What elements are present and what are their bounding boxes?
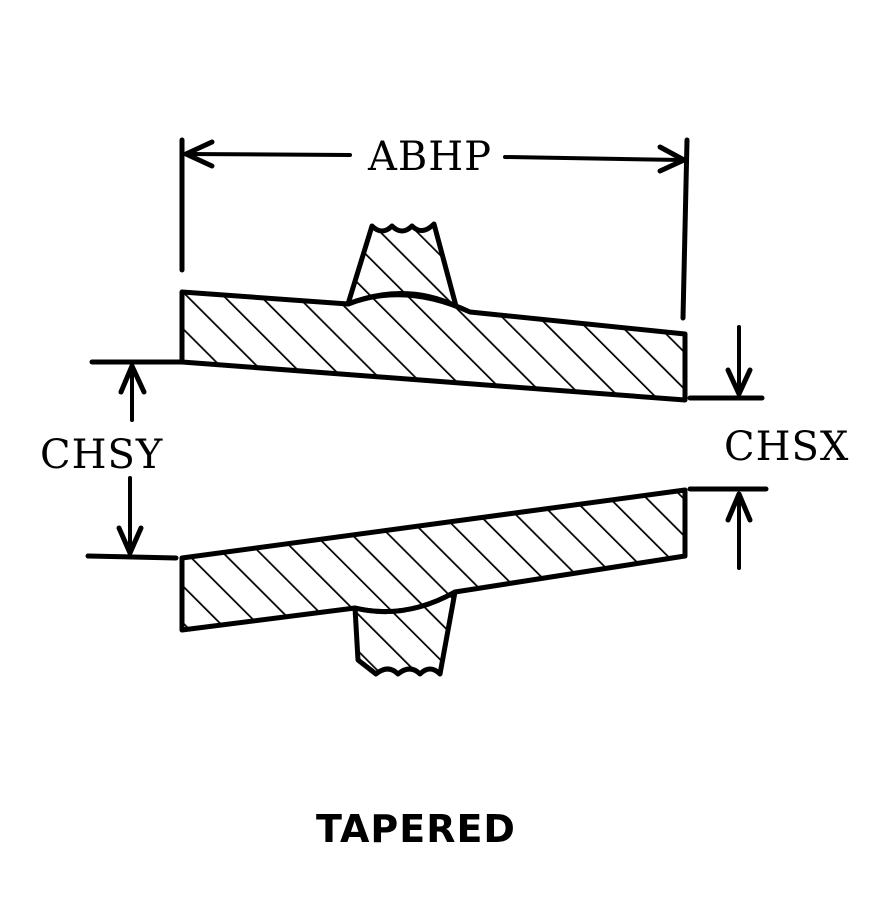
chsx-arrow-down <box>725 367 753 397</box>
chsx-arrow-up <box>725 491 753 523</box>
abhp-dimension-line-right <box>503 155 685 162</box>
abhp-arrow-right <box>657 144 687 174</box>
abhp-arrow-left <box>183 139 215 169</box>
chsy-arrow-down <box>116 525 144 556</box>
upper-weld-stub <box>345 221 459 309</box>
lower-weld-stub <box>352 589 458 677</box>
chsx-label: CHSX <box>724 424 849 470</box>
figure-caption: TAPERED <box>316 807 516 851</box>
chsy-arrow-up <box>118 363 147 395</box>
chsy-label: CHSY <box>40 432 163 478</box>
upper-wall-section <box>179 289 688 403</box>
abhp-label: ABHP <box>367 134 492 180</box>
abhp-dimension-line-left <box>184 152 352 157</box>
abhp-extension-right <box>680 137 690 321</box>
chsy-extension-bottom <box>85 553 179 561</box>
